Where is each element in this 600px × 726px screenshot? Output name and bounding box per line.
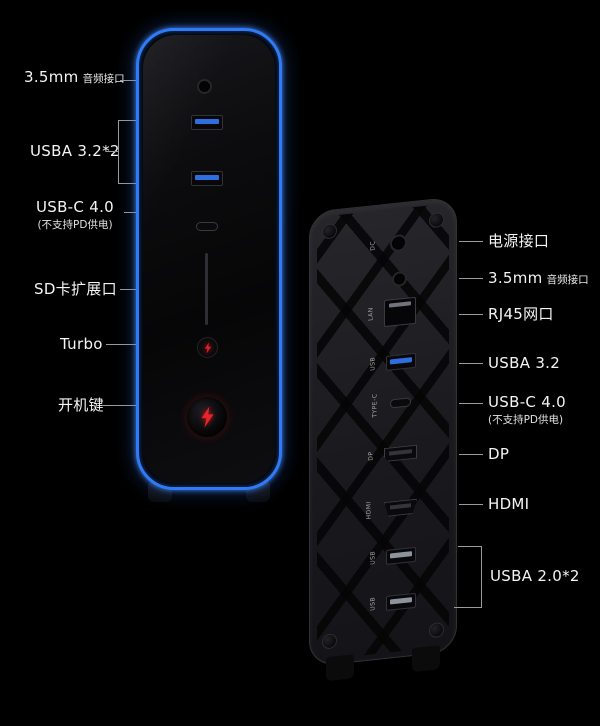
callout-line xyxy=(106,344,136,345)
front-sd-label: SD卡扩展口 xyxy=(34,280,117,298)
dp-port-marking: DP xyxy=(367,450,375,461)
rear-usba20-label: USBA 2.0*2 xyxy=(490,567,580,585)
mini-pc-rear-view: DC LAN USB TYPE-C DP HDMI USB USB xyxy=(309,196,457,682)
front-turbo-label: Turbo xyxy=(60,335,103,353)
callout-line xyxy=(459,454,483,455)
label-subtext: 音频接口 xyxy=(82,73,125,85)
usb20a-port-marking: USB xyxy=(369,550,377,566)
rj45-pins xyxy=(389,301,411,308)
vent-grille xyxy=(317,203,449,661)
callout-bracket xyxy=(481,546,482,608)
mini-pc-front-view xyxy=(136,28,282,490)
rear-usb-a-20-port-2 xyxy=(386,592,416,611)
label-text: 开机键 xyxy=(58,396,104,414)
lightning-icon xyxy=(204,341,211,354)
front-audio-jack-port xyxy=(197,79,212,94)
callout-line xyxy=(459,403,483,404)
callout-line xyxy=(458,546,481,547)
front-power-button xyxy=(187,397,227,437)
hdmi-slot xyxy=(390,503,411,509)
label-text: 电源接口 xyxy=(488,232,550,250)
usb-tab xyxy=(390,356,412,364)
usb32-port-marking: USB xyxy=(369,356,377,372)
callout-line xyxy=(459,504,483,505)
rear-usb-a-32-port xyxy=(386,352,416,371)
label-text: 3.5mm xyxy=(24,68,79,86)
callout-line xyxy=(454,607,481,608)
label-subtext: 音频接口 xyxy=(546,274,589,286)
lightning-icon xyxy=(201,406,213,428)
rear-rj45-port xyxy=(384,296,416,328)
callout-line xyxy=(459,278,483,279)
rear-usb-a-20-port-1 xyxy=(386,546,416,565)
callout-line xyxy=(459,363,483,364)
callout-line xyxy=(102,405,136,406)
label-text: RJ45网口 xyxy=(488,305,554,323)
usb-tab xyxy=(195,174,219,180)
callout-line xyxy=(124,212,136,213)
front-usba-label: USBA 3.2*2 xyxy=(30,142,120,160)
callout-line xyxy=(106,151,118,152)
hdmi-port-marking: HDMI xyxy=(365,500,373,520)
label-subtext: (不支持PD供电) xyxy=(488,414,564,427)
usb-tab xyxy=(195,118,219,124)
typec-port-marking: TYPE-C xyxy=(371,393,379,418)
rear-dp-label: DP xyxy=(488,445,509,463)
dc-port-marking: DC xyxy=(369,240,377,252)
label-text: USBA 3.2 xyxy=(488,354,561,372)
rear-device-foot xyxy=(326,654,354,682)
rear-hdmi-label: HDMI xyxy=(488,495,529,513)
label-text: USBA 3.2*2 xyxy=(30,142,120,160)
label-text: SD卡扩展口 xyxy=(34,280,117,298)
callout-line xyxy=(118,120,136,121)
label-text: Turbo xyxy=(60,335,103,353)
lan-port-marking: LAN xyxy=(367,306,375,322)
label-text: HDMI xyxy=(488,495,530,513)
callout-line xyxy=(118,183,136,184)
callout-line xyxy=(459,241,483,242)
label-text: USB-C 4.0 xyxy=(488,393,567,411)
front-usb-a-port-2 xyxy=(191,171,223,186)
callout-line xyxy=(459,314,483,315)
usb20b-port-marking: USB xyxy=(369,596,377,612)
rear-usba32-label: USBA 3.2 xyxy=(488,354,560,372)
rear-power-label: 电源接口 xyxy=(488,232,549,250)
front-sd-card-slot xyxy=(205,253,208,325)
label-text: 3.5mm xyxy=(488,269,543,287)
front-turbo-button xyxy=(197,337,218,358)
label-text: DP xyxy=(488,445,510,463)
label-text: USBA 2.0*2 xyxy=(490,567,580,585)
usb-tab xyxy=(390,596,412,604)
label-subtext: (不支持PD供电) xyxy=(37,219,113,232)
front-usb-a-port-1 xyxy=(191,115,223,130)
callout-line xyxy=(120,289,136,290)
callout-line xyxy=(120,80,136,81)
rear-usbc-label: USB-C 4.0 (不支持PD供电) xyxy=(488,393,566,426)
front-usb-c-port xyxy=(196,222,218,231)
front-usbc-label: USB-C 4.0 (不支持PD供电) xyxy=(26,198,124,231)
dp-slot xyxy=(389,449,412,455)
rear-rj45-label: RJ45网口 xyxy=(488,305,554,323)
usb-tab xyxy=(390,550,412,558)
label-text: USB-C 4.0 xyxy=(35,198,114,216)
callout-bracket xyxy=(118,120,119,184)
front-power-label: 开机键 xyxy=(58,396,104,414)
